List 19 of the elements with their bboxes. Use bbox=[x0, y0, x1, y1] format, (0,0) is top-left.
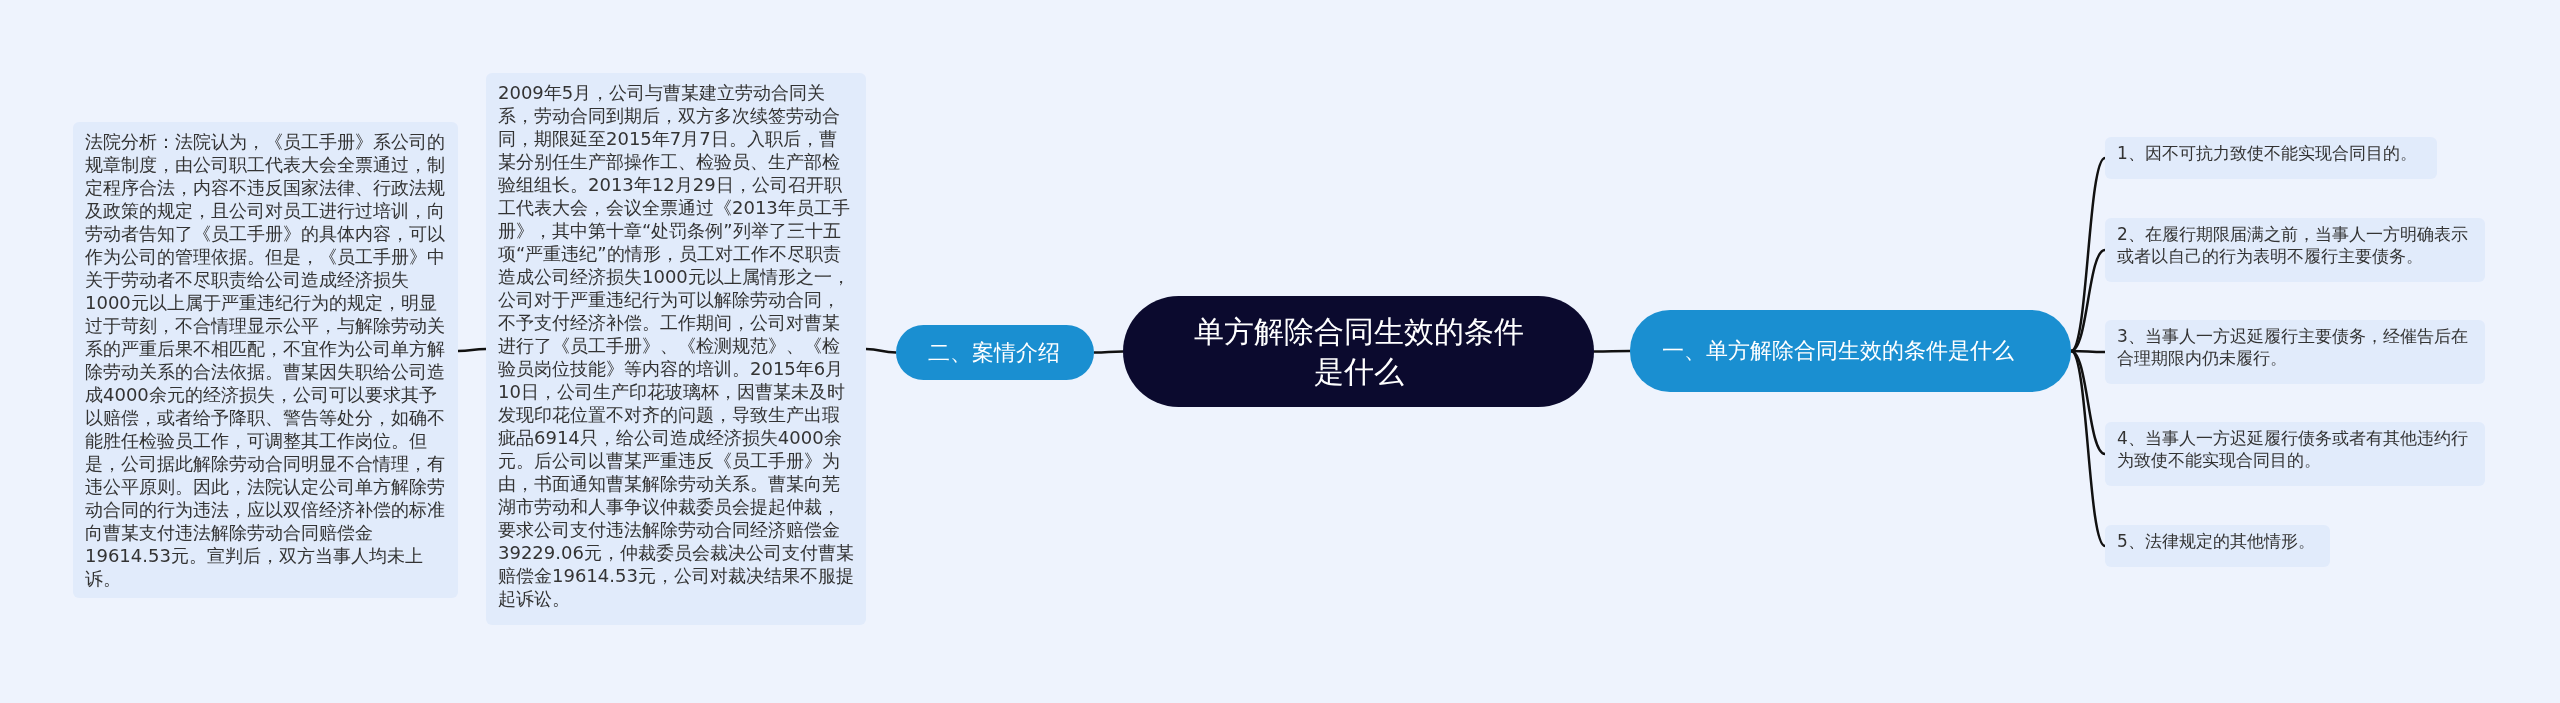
connector-line bbox=[2070, 350, 2106, 547]
connector-line bbox=[1594, 349, 1630, 353]
connector-line bbox=[2070, 157, 2106, 352]
text-card: 1、因不可抗力致使不能实现合同目的。 bbox=[2105, 137, 2437, 179]
branch-topic: 二、案情介绍 bbox=[896, 325, 1094, 380]
connector-line bbox=[2071, 349, 2105, 354]
text-card: 5、法律规定的其他情形。 bbox=[2105, 525, 2330, 567]
connector-line bbox=[2070, 349, 2106, 456]
connector-line bbox=[865, 347, 897, 354]
text-card: 法院分析：法院认为，《员工手册》系公司的规章制度，由公司职工代表大会全票通过，制定程序合法，内容不违反国家法律、行政法规及政策的规定，且公司对员工进行过培训，向劳动者告知了《员工手册》的具体内容，可以作为公司的管理依据。但是，《员工手册》中关于劳动者不尽职责给公司造成经济损失1000元以上属于严重违纪行为的规定，明显过于苛刻，不合情理显示公平，与解除劳动关系的严重后果不相匹配，不宜作为公司单方解除劳动关系的合法依据。曹某因失职给公司造成4000余元的经济损失，公司可以要求其予以赔偿，或者给予降职、警告等处分，如确不能胜任检验员工作，可调整其工作岗位。但是，公司据此解除劳动合同明显不合情理，有违公平原则。因此，法院认定公司单方解除劳动合同的行为违法，应以双倍经济补偿的标准向曹某支付违法解除劳动合同赔偿金19614.53元。宣判后，双方当事人均未上诉。 bbox=[73, 122, 458, 598]
text-card: 2009年5月，公司与曹某建立劳动合同关系，劳动合同到期后，双方多次续签劳动合同，期限延至2015年7月7日。入职后，曹某分别任生产部操作工、检验员、生产部检验组组长。2013年12月29日，公司召开职工代表大会，会议全票通过《2013年员工手册》，其中第十章“处罚条例”列举了三十五项“严重违纪”的情形，员工对工作不尽职责造成公司经济损失1000元以上属情形之一，公司对于严重违纪行为可以解除劳动合同，不予支付经济补偿。工作期间，公司对曹某进行了《员工手册》、《检测规范》、《检验员岗位技能》等内容的培训。2015年6月10日，公司生产印花玻璃杯，因曹某未及时发现印花位置不对齐的问题，导致生产出瑕疵品6914只，给公司造成经济损失4000余元。后公司以曹某严重违反《员工手册》为由，书面通知曹某解除劳动关系。曹某向芜湖市劳动和人事争议仲裁委员会提起仲裁，要求公司支付违法解除劳动合同经济赔偿金39229.06元，仲裁委员会裁决公司支付曹某赔偿金19614.53元，公司对裁决结果不服提起诉讼。 bbox=[486, 73, 866, 625]
root-topic: 单方解除合同生效的条件是什么 bbox=[1123, 296, 1594, 407]
connector-line bbox=[1094, 350, 1123, 354]
text-card: 3、当事人一方迟延履行主要债务，经催告后在合理期限内仍未履行。 bbox=[2105, 320, 2485, 384]
text-card: 4、当事人一方迟延履行债务或者有其他违约行为致使不能实现合同目的。 bbox=[2105, 422, 2485, 486]
text-card: 2、在履行期限届满之前，当事人一方明确表示或者以自己的行为表明不履行主要债务。 bbox=[2105, 218, 2485, 282]
connector-line bbox=[458, 347, 486, 353]
connector-line bbox=[2070, 248, 2106, 353]
branch-topic: 一、单方解除合同生效的条件是什么 bbox=[1630, 310, 2071, 392]
